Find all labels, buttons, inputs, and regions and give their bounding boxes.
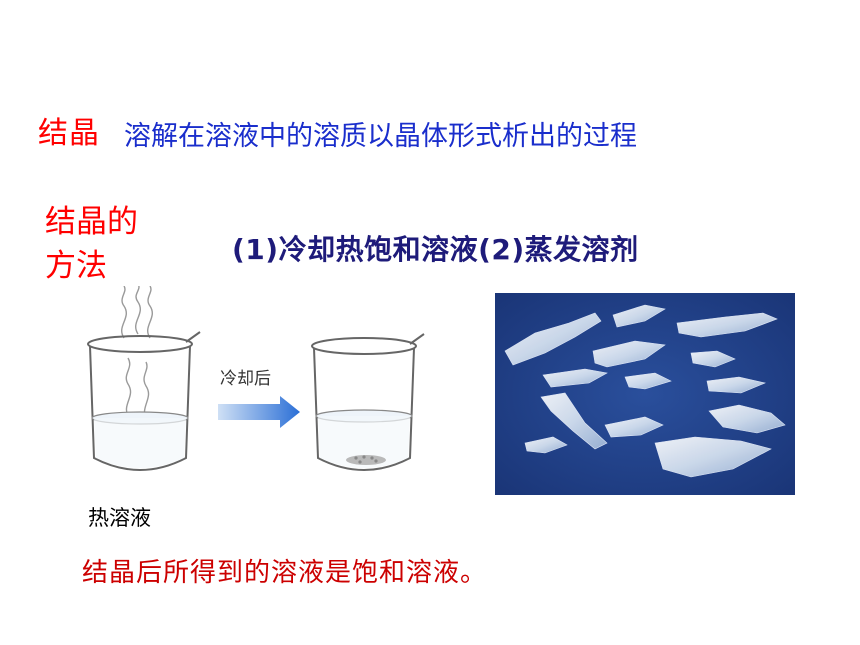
conclusion-text: 结晶后所得到的溶液是饱和溶液。: [82, 558, 488, 588]
hot-solution-label: 热溶液: [88, 506, 151, 530]
steam-icon: [121, 286, 153, 421]
hot-beaker: [87, 331, 201, 471]
methods-text: (1)冷却热饱和溶液(2)蒸发溶剂: [232, 233, 639, 266]
definition-text: 溶解在溶液中的溶质以晶体形式析出的过程: [124, 121, 637, 152]
term-heading: 结晶: [38, 116, 100, 151]
crystal-photo: [495, 293, 795, 495]
cooling-arrow-icon: [218, 396, 300, 428]
methods-heading: 结晶的 方法: [45, 200, 138, 288]
crystal-deposit: [346, 455, 386, 465]
methods-heading-line-2: 方法: [45, 248, 107, 284]
cooled-beaker: [311, 333, 425, 471]
cooling-beakers-figure: 冷却后: [87, 286, 425, 471]
arrow-label: 冷却后: [220, 369, 271, 389]
methods-heading-line-1: 结晶的: [45, 204, 138, 240]
